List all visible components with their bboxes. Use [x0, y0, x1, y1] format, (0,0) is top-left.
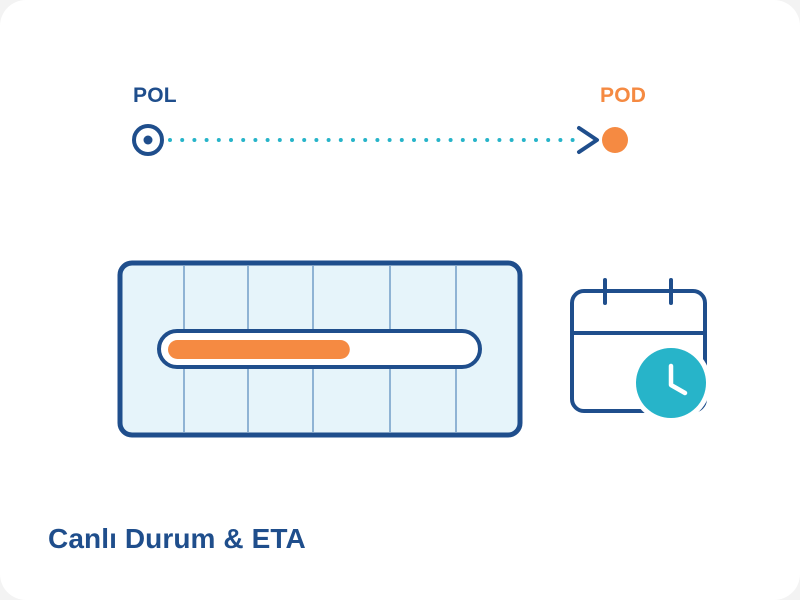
arrow-head-icon — [577, 126, 599, 154]
origin-target-icon — [132, 124, 164, 156]
pod-label: POD — [600, 84, 647, 107]
clock-icon — [631, 343, 711, 423]
pol-label: POL — [133, 84, 177, 107]
caption-title: Canlı Durum & ETA — [48, 523, 306, 554]
progress-bar — [157, 329, 482, 369]
progress-fill — [168, 340, 350, 359]
destination-dot-icon — [602, 127, 628, 153]
